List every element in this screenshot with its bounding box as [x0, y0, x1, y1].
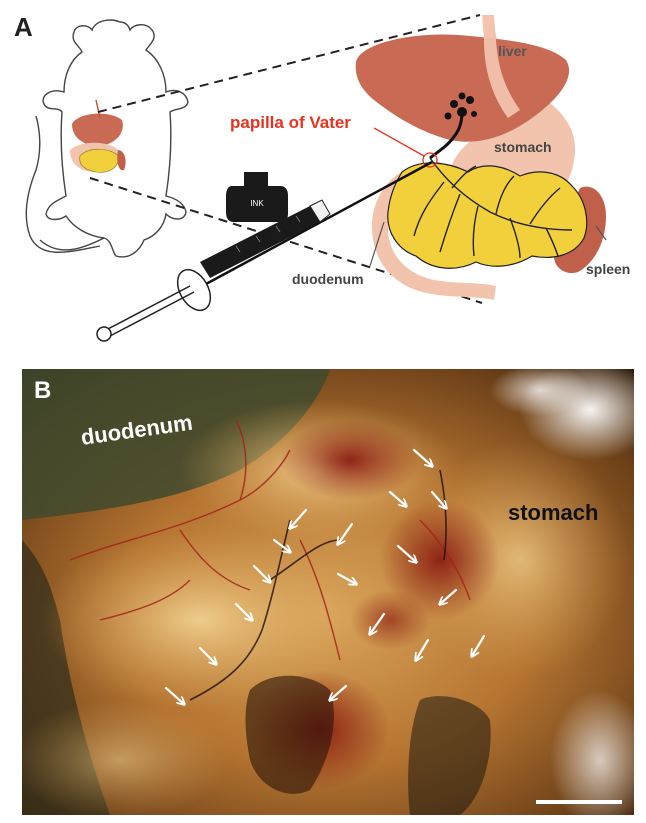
label-liver: liver: [498, 43, 527, 59]
papilla-pointer: [374, 128, 424, 156]
mouse-organs: [70, 100, 126, 172]
label-duodenum: duodenum: [292, 271, 364, 287]
label-stomach: stomach: [494, 139, 552, 155]
panel-b: B duodenum stomach: [10, 360, 646, 823]
ink-label: INK: [250, 199, 264, 208]
panel-b-letter: B: [34, 377, 51, 404]
ink-bottle-icon: INK: [226, 172, 288, 222]
panel-a: A: [14, 12, 630, 341]
scale-bar: [536, 800, 622, 804]
photo-label-stomach: stomach: [508, 500, 598, 525]
label-spleen: spleen: [586, 261, 630, 277]
anatomy-diagram: [356, 15, 606, 300]
label-papilla-of-vater: papilla of Vater: [230, 113, 351, 132]
panel-a-letter: A: [14, 12, 33, 42]
